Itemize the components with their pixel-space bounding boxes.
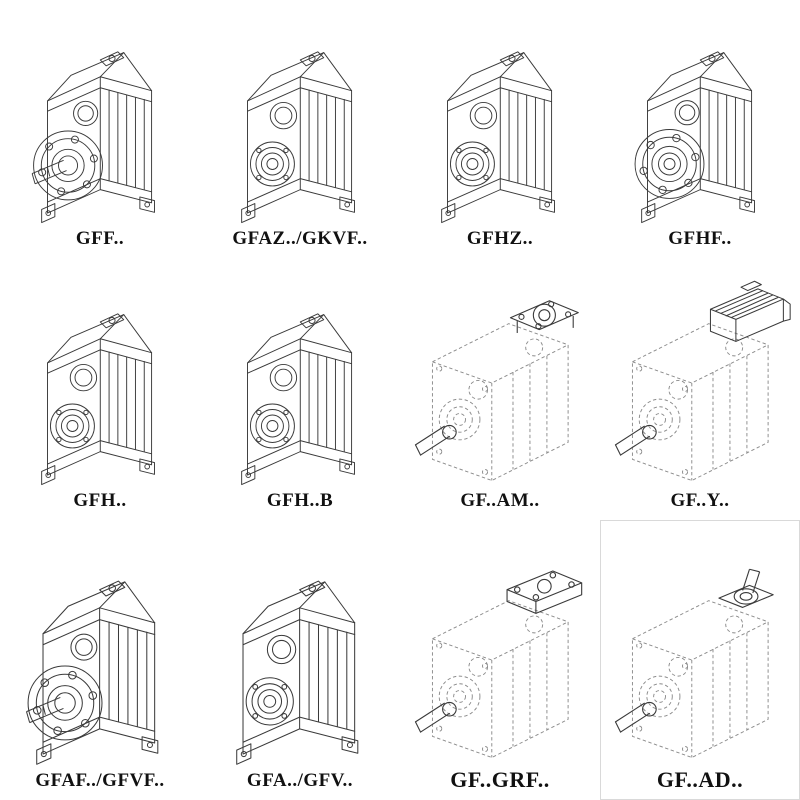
product-cell-gff: GFF.. bbox=[0, 0, 200, 258]
product-label: GFAF../GFVF.. bbox=[35, 770, 165, 792]
gearbox-hollow-bore-drawing bbox=[40, 313, 155, 486]
housing-shell bbox=[40, 313, 155, 486]
product-cell-gfh: GFH.. bbox=[0, 258, 200, 520]
gearbox-flange-shaft-drawing bbox=[26, 580, 159, 765]
product-label: GF..AD.. bbox=[656, 766, 744, 792]
output-shaft bbox=[614, 701, 657, 733]
product-cell-gfhb: GFH..B bbox=[200, 258, 400, 520]
product-label: GF..AM.. bbox=[460, 490, 540, 512]
output-bores bbox=[449, 102, 497, 187]
output-flange bbox=[634, 100, 705, 200]
product-label: GFHZ.. bbox=[466, 228, 534, 250]
product-cell-gfhf: GFHF.. bbox=[600, 0, 800, 258]
product-label: GFF.. bbox=[75, 228, 125, 250]
housing-shell bbox=[40, 51, 155, 224]
product-cell-gf-grf: GF..GRF.. bbox=[400, 520, 600, 800]
gearbox-phantom-bracket-drawing bbox=[414, 570, 582, 758]
phantom-housing bbox=[431, 323, 569, 482]
gearbox-hollow-bore-drawing bbox=[240, 313, 355, 486]
output-shaft bbox=[414, 424, 457, 456]
housing-shell bbox=[440, 51, 555, 224]
gearbox-phantom-adapter-drawing bbox=[614, 568, 774, 758]
housing-shell bbox=[236, 580, 359, 765]
housing-shell bbox=[240, 313, 355, 486]
product-label: GFAZ../GKVF.. bbox=[232, 228, 368, 250]
gearbox-flange-shaft-drawing bbox=[31, 51, 155, 224]
output-bores bbox=[249, 364, 297, 449]
product-cell-gf-y: GF..Y.. bbox=[600, 258, 800, 520]
mounting-bracket bbox=[506, 570, 582, 614]
gearbox-phantom-input-flange-drawing bbox=[414, 300, 579, 482]
product-cell-gf-ad: GF..AD.. bbox=[600, 520, 800, 800]
output-bores bbox=[249, 102, 297, 187]
product-label: GFA../GFV.. bbox=[246, 770, 354, 792]
output-shaft bbox=[614, 424, 657, 456]
output-bores bbox=[246, 634, 297, 726]
output-flange-shaft bbox=[26, 633, 103, 741]
product-cell-gfa-gfv: GFA../GFV.. bbox=[200, 520, 400, 800]
gearbox-hollow-bore-drawing bbox=[440, 51, 555, 224]
gearbox-hollow-bore-drawing bbox=[240, 51, 355, 224]
phantom-housing bbox=[631, 599, 769, 758]
product-label: GFHF.. bbox=[668, 228, 732, 250]
product-cell-gfaz-gkvf: GFAZ../GKVF.. bbox=[200, 0, 400, 258]
product-label: GF..Y.. bbox=[670, 490, 730, 512]
product-cell-gfaf-gfvf: GFAF../GFVF.. bbox=[0, 520, 200, 800]
product-label: GFH..B bbox=[266, 490, 334, 512]
product-label: GF..GRF.. bbox=[450, 766, 550, 792]
product-label: GFH.. bbox=[73, 490, 127, 512]
input-adapter bbox=[718, 568, 774, 608]
housing-shell bbox=[240, 51, 355, 224]
output-shaft bbox=[414, 701, 457, 733]
housing-shell bbox=[36, 580, 159, 765]
motor-block bbox=[709, 280, 791, 343]
phantom-housing bbox=[431, 599, 569, 758]
gearbox-phantom-motor-drawing bbox=[614, 280, 791, 482]
output-flange-shaft bbox=[31, 100, 103, 201]
product-cell-gfhz: GFHZ.. bbox=[400, 0, 600, 258]
output-bores bbox=[49, 364, 97, 449]
gearbox-hollow-bore-drawing bbox=[236, 580, 359, 765]
gearbox-flange-drawing bbox=[634, 51, 755, 224]
product-cell-gf-am: GF..AM.. bbox=[400, 258, 600, 520]
phantom-housing bbox=[631, 323, 769, 482]
